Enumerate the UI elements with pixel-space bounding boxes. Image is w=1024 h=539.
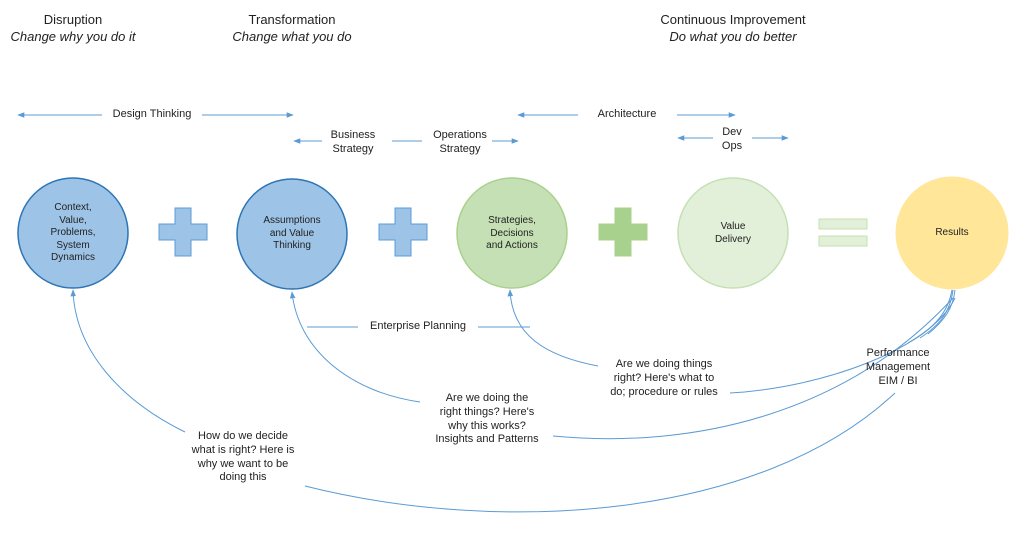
curve-results-operations xyxy=(729,297,956,394)
node-strategies-line-2: Decisions xyxy=(490,227,534,239)
node-results-circle xyxy=(895,176,1009,290)
span-arrows xyxy=(17,112,789,328)
business-strategy-line-1: Business xyxy=(330,129,376,141)
node-context-circle xyxy=(17,177,129,289)
node-strategies-circle xyxy=(456,177,568,289)
node-context-line-5: Dynamics xyxy=(51,252,95,263)
question-transformation-line-3: why this works? xyxy=(448,419,526,432)
phase-disruption-subtitle: Change why you do it xyxy=(10,29,136,44)
plus-icon-2 xyxy=(378,207,428,257)
node-context-line-1: Context, xyxy=(54,202,92,213)
question-operations-line-2: right? Here's what to xyxy=(613,371,715,384)
node-context-line-4: System xyxy=(56,239,90,251)
question-transformation-line-2: right things? Here's xyxy=(439,405,535,418)
question-operations: Are we doing things right? Here's what t… xyxy=(598,358,730,399)
curve-results-transformation xyxy=(552,297,954,440)
question-disruption-line-3: why we want to be xyxy=(197,457,289,470)
question-disruption-line-2: what is right? Here is xyxy=(191,443,295,456)
performance-line-2: Management xyxy=(865,360,931,373)
node-results-line-1: Results xyxy=(935,227,969,238)
plus-icon-1 xyxy=(158,207,208,257)
operations-strategy-line-2: Strategy xyxy=(439,142,481,155)
feedback-curves xyxy=(70,289,956,513)
devops-line-1: Dev xyxy=(722,126,742,138)
phase-transformation-title: Transformation xyxy=(248,12,336,27)
question-transformation-line-4: Insights and Patterns xyxy=(435,433,539,446)
node-context-label: Context, Value, Problems, System Dynamic… xyxy=(33,202,113,265)
question-disruption-line-1: How do we decide xyxy=(198,430,288,442)
node-assumptions-line-3: Thinking xyxy=(273,240,311,251)
node-results-label: Results xyxy=(912,227,992,240)
phase-transformation-subtitle: Change what you do xyxy=(232,29,352,44)
node-value-delivery-line-2: Delivery xyxy=(714,233,752,245)
performance-management-label: Performance Management EIM / BI xyxy=(852,347,944,388)
business-strategy-line-2: Strategy xyxy=(332,142,374,155)
question-operations-line-3: do; procedure or rules xyxy=(610,385,718,398)
phase-improvement-title: Continuous Improvement xyxy=(660,12,806,27)
curve-results-disruption xyxy=(304,392,896,513)
node-assumptions-line-1: Assumptions xyxy=(263,215,321,226)
node-value-delivery-label: Value Delivery xyxy=(693,221,773,246)
curve-transformation-assumptions xyxy=(289,291,421,403)
operations-strategy-label: Operations Strategy xyxy=(424,129,496,157)
node-value-delivery-circle xyxy=(677,177,789,289)
node-context-line-3: Problems, xyxy=(50,227,96,238)
node-strategies-label: Strategies, Decisions and Actions xyxy=(472,215,552,253)
node-circles xyxy=(17,176,1009,290)
equals-icon-bottom xyxy=(818,235,868,247)
question-transformation: Are we doing the right things? Here's wh… xyxy=(422,392,552,447)
node-assumptions-label: Assumptions and Value Thinking xyxy=(252,215,332,253)
question-disruption-line-4: doing this xyxy=(219,471,267,484)
phase-improvement-subtitle: Do what you do better xyxy=(669,29,797,44)
operators xyxy=(158,207,868,257)
design-thinking-label: Design Thinking xyxy=(112,108,192,120)
node-assumptions-circle xyxy=(236,178,348,290)
question-disruption: How do we decide what is right? Here is … xyxy=(182,430,304,485)
curve-disruption-context xyxy=(70,289,186,433)
devops-line-2: Ops xyxy=(721,139,743,152)
node-assumptions-line-2: and Value xyxy=(269,227,315,239)
phase-disruption-title: Disruption xyxy=(43,12,103,27)
curve-results-performance-1 xyxy=(919,289,954,339)
architecture-label: Architecture xyxy=(597,108,657,120)
question-transformation-line-1: Are we doing the xyxy=(445,392,529,404)
node-strategies-line-1: Strategies, xyxy=(488,215,536,226)
performance-line-3: EIM / BI xyxy=(878,374,918,387)
operations-strategy-line-1: Operations xyxy=(433,129,487,141)
enterprise-planning-label: Enterprise Planning xyxy=(369,320,466,332)
equals-icon-top xyxy=(818,218,868,230)
question-operations-line-1: Are we doing things xyxy=(615,358,713,370)
performance-line-1: Performance xyxy=(866,347,930,359)
node-context-line-2: Value, xyxy=(59,214,87,226)
curve-results-performance-3 xyxy=(927,289,956,335)
curve-results-performance-2 xyxy=(907,289,953,344)
plus-icon-3 xyxy=(598,207,648,257)
business-strategy-label: Business Strategy xyxy=(322,129,384,157)
devops-label: Dev Ops xyxy=(712,126,752,154)
curve-operations-strategies xyxy=(507,289,599,367)
node-value-delivery-line-1: Value xyxy=(720,221,746,232)
node-strategies-line-3: and Actions xyxy=(486,240,538,251)
